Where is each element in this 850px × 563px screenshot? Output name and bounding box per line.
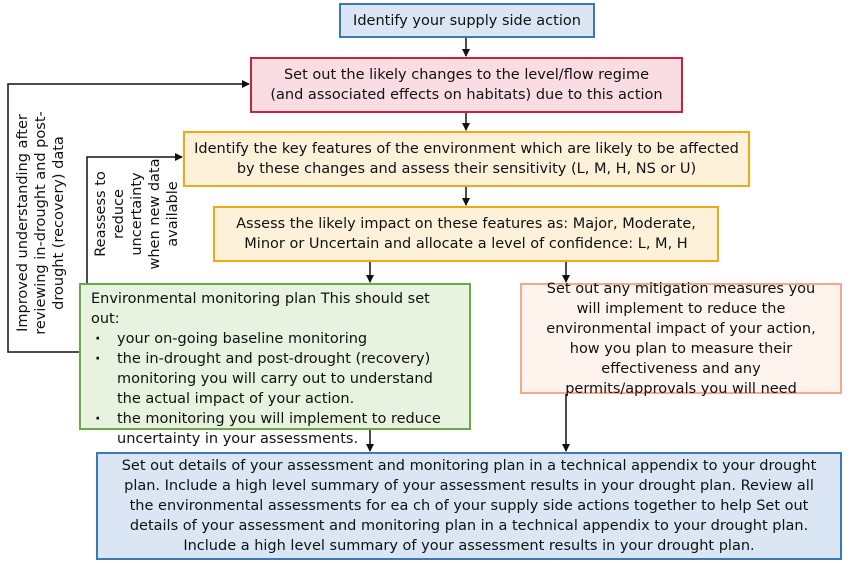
identify-action-text: Identify your supply side action: [353, 12, 581, 29]
feedback-label-outer: Improved understanding after reviewing i…: [15, 111, 67, 335]
feedback-label-inner: Reassess to reduce uncertainty when new …: [93, 158, 181, 270]
set-out-changes-box: Set out the likely changes to the level/…: [250, 57, 683, 113]
list-item: the in-drought and post-drought (recover…: [91, 349, 459, 409]
monitoring-plan-box: Environmental monitoring plan This shoul…: [79, 283, 471, 447]
mitigation-text: Set out any mitigation measures you will…: [546, 280, 816, 397]
assess-impact-text: Assess the likely impact on these featur…: [236, 216, 696, 252]
mitigation-box: Set out any mitigation measures you will…: [520, 281, 842, 397]
final-summary-text: Set out details of your assessment and m…: [121, 458, 817, 554]
list-item: the monitoring you will implement to red…: [91, 409, 459, 449]
monitoring-plan-title: Environmental monitoring plan This shoul…: [91, 291, 430, 327]
set-out-changes-text: Set out the likely changes to the level/…: [270, 67, 663, 103]
identify-features-box: Identify the key features of the environ…: [183, 131, 750, 187]
identify-action-box: Identify your supply side action: [339, 3, 595, 38]
assess-impact-box: Assess the likely impact on these featur…: [213, 206, 719, 262]
monitoring-plan-list: your on-going baseline monitoring the in…: [91, 329, 459, 449]
feedback-loop-outer: [7, 80, 250, 353]
final-summary-box: Set out details of your assessment and m…: [96, 452, 842, 560]
identify-features-text: Identify the key features of the environ…: [194, 141, 739, 177]
list-item: your on-going baseline monitoring: [91, 329, 459, 349]
